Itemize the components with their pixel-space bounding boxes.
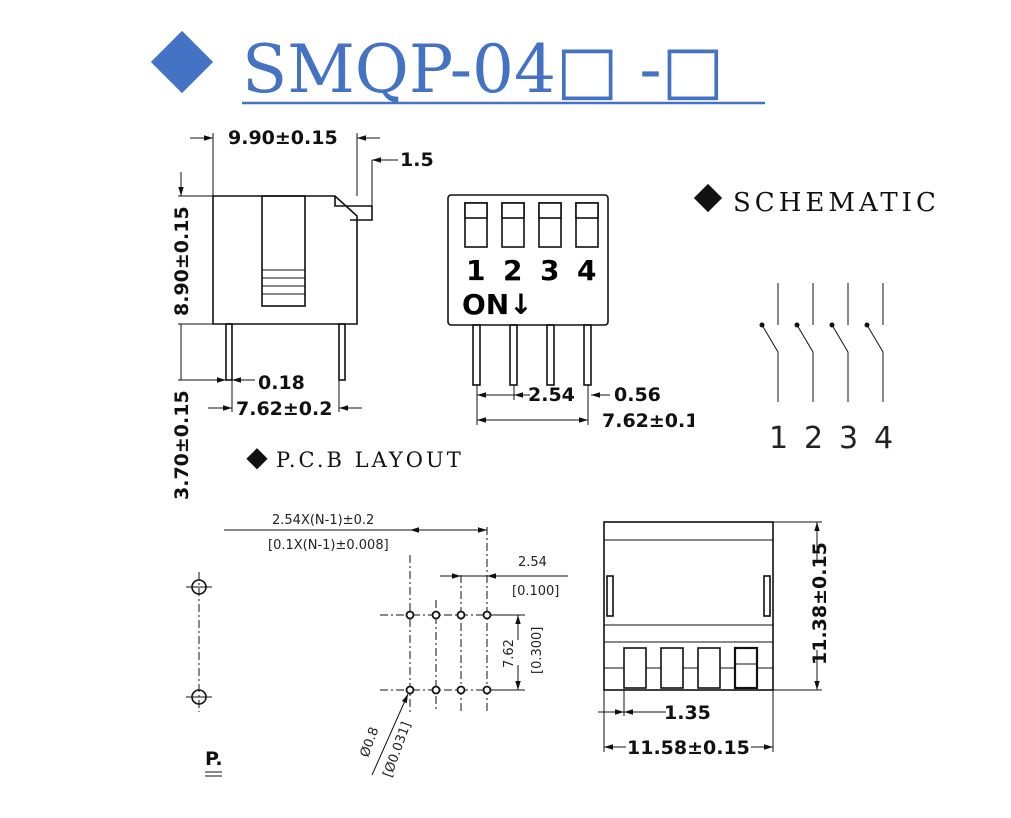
dim-pcb-pitch-mm: 2.54: [518, 555, 547, 570]
top-switch-4: [575, 202, 599, 248]
dim-front-slider: 1.35: [664, 702, 711, 724]
front-side-clip-left: [606, 575, 614, 617]
pcb-hole-grid: [380, 527, 502, 712]
dim-pcb-span-mm: 2.54X(N-1)±0.2: [272, 513, 374, 528]
front-slider-3: [697, 647, 721, 689]
side-pin-left: [225, 323, 233, 381]
schematic: SCHEMATIC 1 2 3 4: [693, 183, 940, 456]
front-slider-2: [660, 647, 684, 689]
dim-pcb-row-mm: 7.62: [502, 639, 517, 668]
schematic-label-1: 1: [769, 421, 788, 456]
side-view: 9.90±0.15 1.5 8.90±0.15 3.70±0.15 0.18 7…: [171, 127, 434, 500]
page-title: SMQP-04□ -□: [242, 31, 724, 108]
top-switch-1: [464, 202, 488, 248]
top-position-3: 3: [540, 254, 559, 287]
dim-side-height: 8.90±0.15: [171, 206, 193, 316]
front-slider-1: [623, 647, 647, 689]
top-body-outline: [447, 194, 609, 326]
side-pin-right: [338, 323, 346, 381]
side-slot: [261, 195, 306, 307]
dim-side-pin-thickness: 0.18: [258, 372, 305, 394]
dim-pcb-hole-mm: Ø0.8: [358, 725, 383, 759]
pcb-layout: P.C.B LAYOUT P.: [186, 448, 568, 780]
pcb-footer-label: P.: [205, 748, 223, 770]
dim-pcb-pitch-in: [0.100]: [512, 584, 559, 599]
schematic-switch-4: [864, 283, 884, 402]
top-on-label: ON↓: [462, 288, 533, 321]
schematic-label-3: 3: [839, 421, 858, 456]
dim-front-height: 11.38±0.15: [809, 542, 831, 665]
side-actuator: [334, 196, 373, 221]
top-pin-4: [583, 324, 592, 386]
dim-top-pin-width: 0.56: [614, 384, 661, 406]
pcb-side-symbol: [186, 572, 212, 712]
front-slider-4: [733, 646, 759, 690]
top-position-1: 1: [466, 254, 485, 287]
pcb-heading: P.C.B LAYOUT: [276, 448, 464, 472]
front-side-clip-right: [763, 575, 771, 617]
dim-pcb-span-in: [0.1X(N-1)±0.008]: [268, 538, 389, 553]
pcb-diamond-icon: [246, 448, 268, 470]
schematic-switch-1: [759, 283, 779, 402]
dim-side-row-pitch: 7.62±0.2: [236, 398, 332, 420]
schematic-label-2: 2: [804, 421, 823, 456]
dim-top-pitch: 2.54: [528, 384, 575, 406]
title-block: SMQP-04□ -□: [150, 30, 765, 108]
dim-pcb-hole-in: [Ø0.031]: [381, 720, 415, 779]
dim-side-actuator: 1.5: [400, 149, 434, 171]
top-position-2: 2: [503, 254, 522, 287]
schematic-label-4: 4: [874, 421, 893, 456]
front-view: 11.38±0.15 1.35 11.58±0.15: [598, 521, 831, 759]
top-switch-3: [538, 202, 562, 248]
top-pin-3: [546, 324, 555, 386]
side-body-outline: [212, 195, 358, 325]
front-body-outline: [603, 521, 774, 691]
schematic-heading: SCHEMATIC: [733, 188, 940, 218]
title-diamond-icon: [150, 30, 214, 94]
schematic-switch-3: [829, 283, 849, 402]
top-pin-2: [509, 324, 518, 386]
dim-side-pin-length: 3.70±0.15: [171, 390, 193, 500]
top-switch-2: [501, 202, 525, 248]
schematic-diamond-icon: [693, 183, 723, 213]
top-position-4: 4: [577, 254, 596, 287]
dim-top-row-pitch: 7.62±0.1: [602, 410, 698, 432]
dim-front-width: 11.58±0.15: [627, 737, 750, 759]
top-view: 1 2 3 4 ON↓ 2.54 0.56 7.62±0.1: [447, 194, 714, 435]
dim-pcb-row-in: [0.300]: [530, 627, 545, 674]
schematic-switch-2: [794, 283, 814, 402]
dim-side-width: 9.90±0.15: [228, 127, 338, 149]
top-pin-1: [472, 324, 481, 386]
